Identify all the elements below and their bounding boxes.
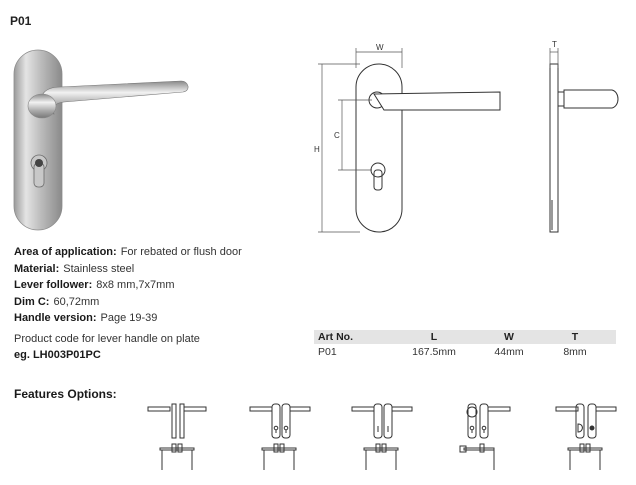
side-lever-neck [557, 91, 565, 107]
product-code-label: Product code for lever handle on plate [14, 333, 200, 345]
spec-lever-follower: Lever follower:8x8 mm,7x7mm [14, 279, 175, 292]
dot-indicator-plate-icon [555, 403, 617, 470]
table-cell-w: 44mm [494, 346, 524, 358]
drawing-plate-outline [355, 63, 403, 233]
features-title: Features Options: [14, 387, 117, 401]
technical-drawing-side: T [549, 40, 619, 233]
product-photo [13, 49, 189, 231]
product-code-title: P01 [10, 14, 32, 28]
table-cell-l: 167.5mm [412, 346, 456, 358]
spec-area: Area of application:For rebated or flush… [14, 246, 242, 258]
small-keyhole-plate-icon [351, 403, 413, 470]
table-header-l: L [384, 330, 484, 344]
dim-label-c: C [334, 131, 340, 140]
photo-rose [27, 93, 57, 119]
spec-material: Material:Stainless steel [14, 262, 135, 275]
drawing-lever [373, 91, 501, 111]
table-row: P01 167.5mm 44mm 8mm [314, 344, 616, 360]
table-header-w: W [484, 330, 534, 344]
spec-handle-version: Handle version:Page 19-39 [14, 312, 158, 325]
technical-drawing-front: W H C [314, 43, 501, 233]
photo-plate [13, 49, 63, 231]
table-header-art-no: Art No. [314, 330, 384, 344]
table-header-row: Art No. L W T [314, 330, 616, 344]
plain-plate-icon [147, 403, 207, 470]
dim-label-h: H [314, 145, 320, 154]
dim-label-w: W [376, 43, 384, 52]
keyhole-plate-icon [249, 403, 311, 470]
dimension-table: Art No. L W T P01 167.5mm 44mm 8mm [314, 330, 616, 360]
side-plate [549, 63, 559, 233]
drawing-keyhole-slot [373, 169, 383, 191]
table-header-t: T [534, 330, 616, 344]
table-cell-t: 8mm [563, 346, 587, 358]
side-lever [563, 89, 619, 109]
product-code-example: eg. LH003P01PC [14, 349, 101, 361]
dim-label-t: T [552, 40, 557, 49]
table-cell-art-no: P01 [318, 346, 337, 358]
spec-dim-c: Dim C:60,72mm [14, 295, 100, 308]
thumb-turn-plate-icon [459, 403, 511, 470]
specs-list: Area of application:For rebated or flush… [14, 244, 242, 327]
photo-cylinder-core [35, 159, 43, 167]
